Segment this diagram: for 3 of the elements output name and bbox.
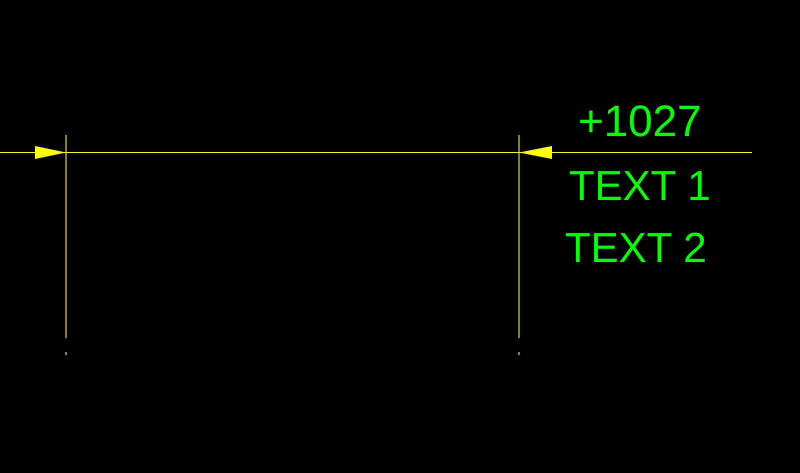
dimension-text: TEXT 1: [569, 165, 711, 207]
dimension-text: TEXT 2: [565, 227, 707, 269]
dimension-text: +1027: [578, 100, 702, 144]
